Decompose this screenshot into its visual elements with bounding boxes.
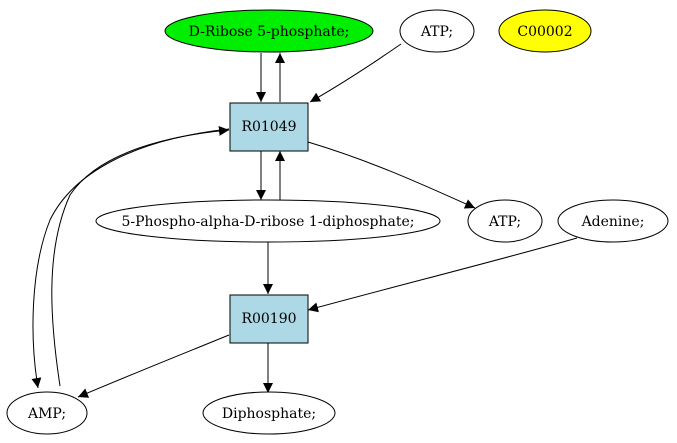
node-atp-top-label: ATP;: [420, 24, 453, 40]
node-adenine-shape: [557, 199, 669, 243]
node-diphosphate[interactable]: Diphosphate;: [202, 391, 336, 435]
node-ribose5p-label: D-Ribose 5-phosphate;: [189, 24, 350, 40]
node-atp-top-shape: [399, 9, 475, 53]
node-amp[interactable]: AMP;: [6, 391, 88, 435]
edge-r01049-to-atpright: [307, 141, 476, 209]
node-r00190-shape: [229, 294, 309, 344]
edge-atptop-to-r01049: [309, 43, 402, 103]
node-r01049-shape: [229, 102, 309, 152]
node-prpp-shape: [95, 199, 441, 243]
nodes: D-Ribose 5-phosphate; ATP; C00002 R01049…: [6, 9, 669, 435]
node-prpp[interactable]: 5-Phospho-alpha-D-ribose 1-diphosphate;: [95, 199, 441, 243]
node-c00002-label: C00002: [517, 24, 572, 40]
node-amp-shape: [6, 391, 88, 435]
node-atp-top[interactable]: ATP;: [399, 9, 475, 53]
node-diphosphate-label: Diphosphate;: [222, 406, 316, 422]
edges: [31, 43, 578, 398]
node-c00002-shape: [498, 9, 592, 53]
node-r00190[interactable]: R00190: [229, 294, 309, 344]
node-amp-label: AMP;: [27, 406, 66, 422]
edge-r00190-to-amp: [77, 334, 230, 398]
edge-r01049-to-amp: [31, 128, 230, 389]
edge-adenine-to-r00190: [307, 237, 578, 313]
node-atp-right[interactable]: ATP;: [467, 199, 543, 243]
node-r01049[interactable]: R01049: [229, 102, 309, 152]
node-ribose5p-shape: [164, 9, 374, 53]
node-atp-right-shape: [467, 199, 543, 243]
node-prpp-label: 5-Phospho-alpha-D-ribose 1-diphosphate;: [121, 214, 414, 230]
node-c00002[interactable]: C00002: [498, 9, 592, 53]
node-diphosphate-shape: [202, 391, 336, 435]
node-r00190-label: R00190: [241, 311, 296, 327]
node-adenine-label: Adenine;: [581, 214, 645, 230]
node-r01049-label: R01049: [241, 119, 296, 135]
node-ribose5p[interactable]: D-Ribose 5-phosphate;: [164, 9, 374, 53]
node-adenine[interactable]: Adenine;: [557, 199, 669, 243]
edge-amp-to-r01049: [51, 125, 230, 387]
node-atp-right-label: ATP;: [488, 214, 521, 230]
